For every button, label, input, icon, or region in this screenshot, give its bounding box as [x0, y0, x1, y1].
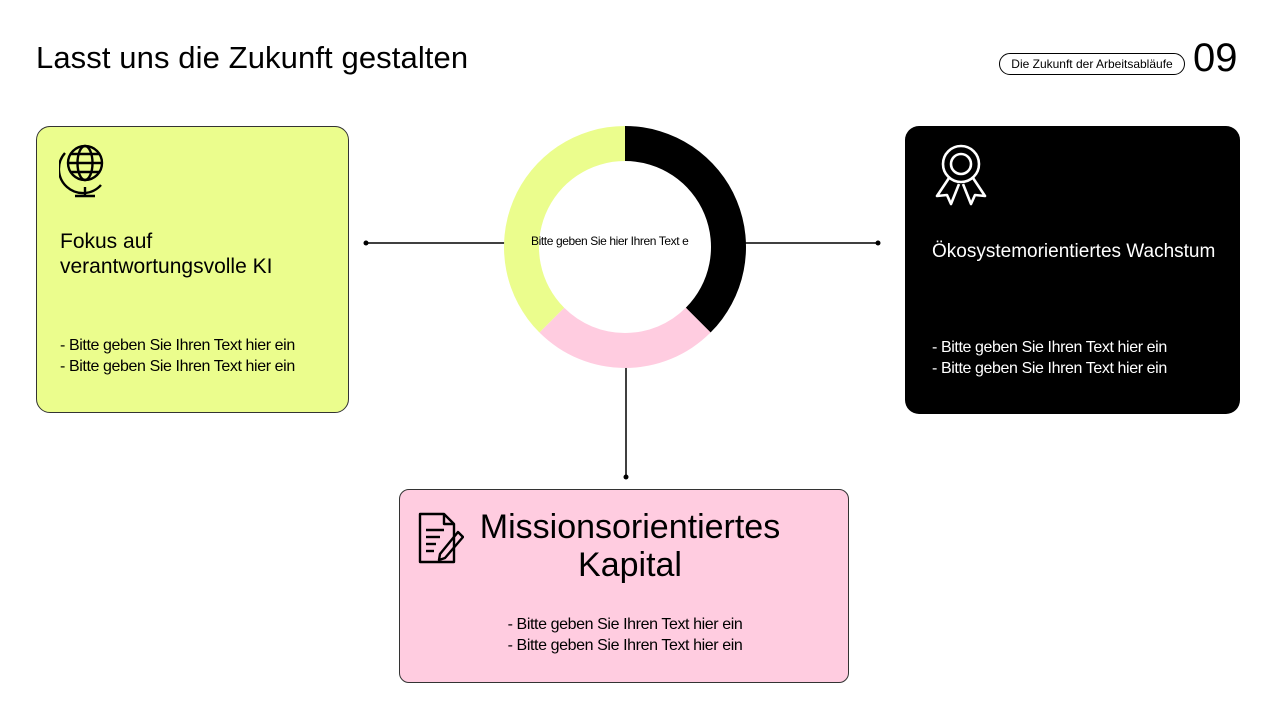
- bullet-item: - Bitte geben Sie Ihren Text hier ein: [60, 337, 295, 354]
- card-left-heading: Fokus auf verantwortungsvolle KI: [60, 229, 272, 279]
- donut-segment-pink: [539, 307, 711, 368]
- bullet-item: - Bitte geben Sie Ihren Text hier ein: [507, 616, 743, 633]
- page-number: 09: [1193, 36, 1238, 80]
- card-left-bullets: - Bitte geben Sie Ihren Text hier ein - …: [60, 335, 295, 377]
- card-right-heading: Ökosystemorientiertes Wachstum: [932, 241, 1216, 262]
- card-bottom-heading: Missionsorientiertes Kapital: [450, 508, 810, 584]
- card-responsible-ai: Fokus auf verantwortungsvolle KI - Bitte…: [36, 126, 349, 413]
- page-title: Lasst uns die Zukunft gestalten: [36, 40, 469, 75]
- center-label: Bitte geben Sie hier Ihren Text e: [531, 234, 689, 248]
- card-bottom-heading-line2: Kapital: [578, 546, 682, 584]
- card-bottom-bullets: - Bitte geben Sie Ihren Text hier ein - …: [400, 614, 850, 656]
- donut-segment-black: [625, 126, 746, 333]
- connector-right-dot: [875, 240, 881, 246]
- globe-icon: [59, 144, 104, 198]
- connector-bottom-dot: [623, 474, 629, 480]
- bullet-item: - Bitte geben Sie Ihren Text hier ein: [60, 358, 295, 375]
- card-right-bullets: - Bitte geben Sie Ihren Text hier ein - …: [932, 337, 1167, 379]
- document-pen-icon: [418, 512, 464, 564]
- card-left-heading-line1: Fokus auf: [60, 230, 153, 253]
- donut-segments: [504, 125, 746, 368]
- bullet-item: - Bitte geben Sie Ihren Text hier ein: [932, 360, 1167, 377]
- connector-left-dot: [363, 240, 369, 246]
- bullet-item: - Bitte geben Sie Ihren Text hier ein: [932, 339, 1167, 356]
- card-mission-capital: Missionsorientiertes Kapital - Bitte geb…: [399, 489, 849, 683]
- section-pill: Die Zukunft der Arbeitsabläufe: [999, 53, 1185, 75]
- card-left-heading-line2: verantwortungsvolle KI: [60, 255, 273, 278]
- card-bottom-heading-line1: Missionsorientiertes: [479, 508, 781, 546]
- award-ribbon-icon: [935, 144, 987, 206]
- card-ecosystem-growth: Ökosystemorientiertes Wachstum - Bitte g…: [905, 126, 1240, 414]
- bullet-item: - Bitte geben Sie Ihren Text hier ein: [507, 637, 743, 654]
- donut-segment-lime: [504, 125, 625, 333]
